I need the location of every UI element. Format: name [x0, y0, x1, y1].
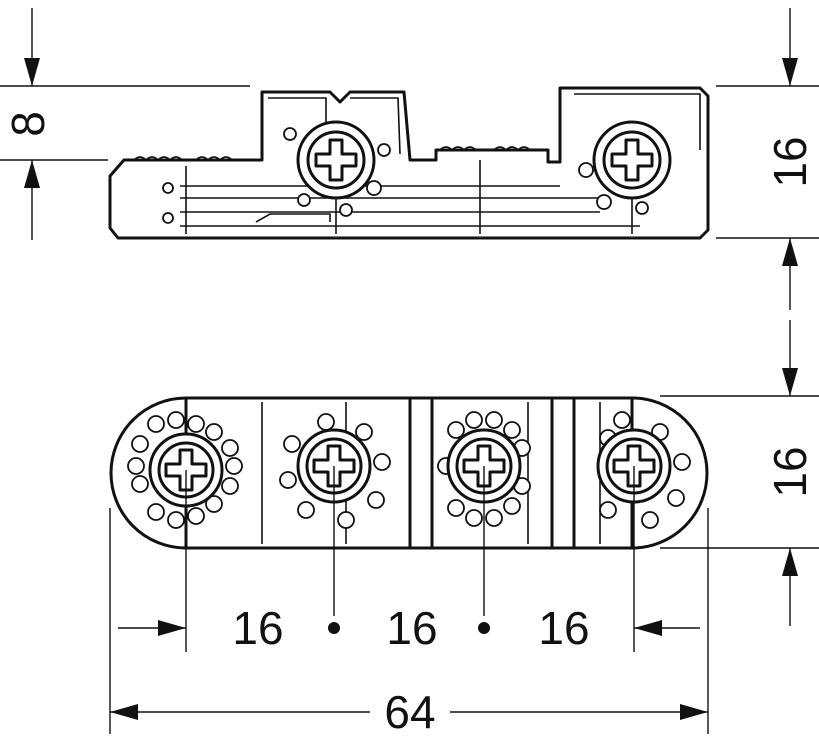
side-hub-left [296, 120, 376, 200]
dim-label-overall: 64 [384, 686, 435, 738]
plan-view-part [109, 396, 709, 550]
side-view-part [108, 86, 710, 240]
dim-label-top-16: 16 [764, 136, 816, 187]
dimension-lines [0, 8, 819, 734]
peg-holes [127, 411, 691, 529]
dim-label-8: 8 [2, 111, 54, 137]
dim-label-pitch-3: 16 [538, 602, 589, 654]
dim-label-pitch-1: 16 [232, 602, 283, 654]
dim-label-pitch-2: 16 [386, 602, 437, 654]
side-hub-right [592, 120, 672, 200]
dim-label-bottom-16: 16 [764, 446, 816, 497]
